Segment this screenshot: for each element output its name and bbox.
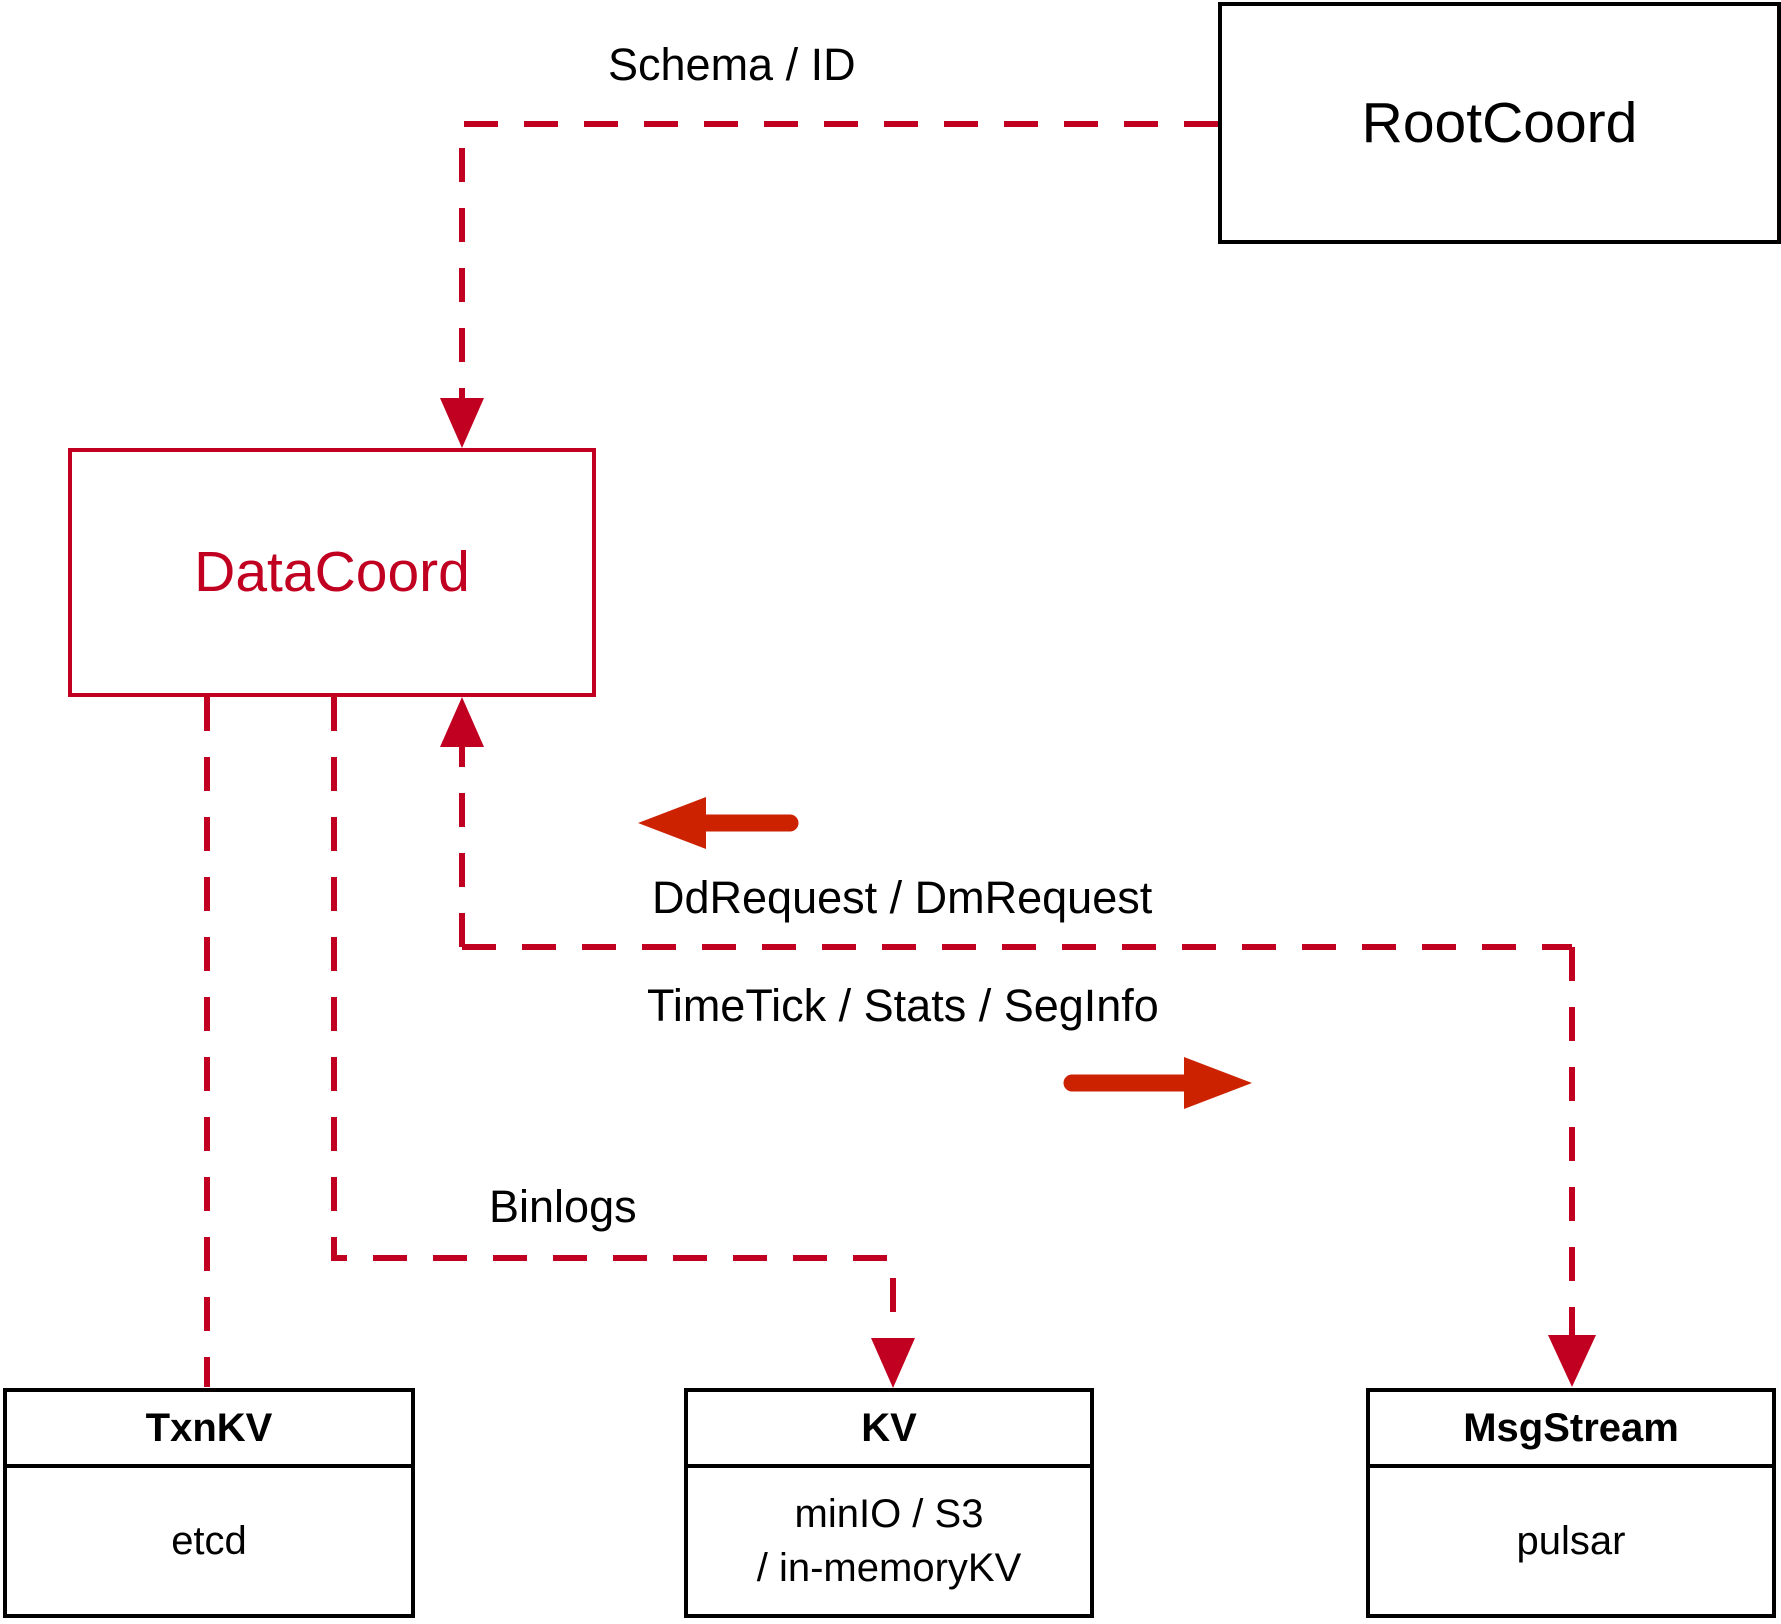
edge-binlogs [331,697,915,1388]
edge-label-ddrequest-dmrequest: DdRequest / DmRequest [652,872,1153,923]
edge-ddrequest-dmrequest [440,697,1572,950]
node-msgstream-impl-1: pulsar [1516,1519,1626,1563]
node-kv-title: KV [861,1405,917,1450]
node-txnkv-body: etcd [7,1468,411,1614]
node-msgstream-body: pulsar [1370,1468,1772,1614]
node-txnkv[interactable]: TxnKV etcd [3,1388,415,1618]
node-datacoord[interactable]: DataCoord [68,448,596,697]
node-txnkv-header: TxnKV [7,1392,411,1468]
edge-timetick-stats-seginfo [1548,947,1596,1387]
direction-arrow-right-icon [1063,1057,1252,1109]
node-kv-body: minIO / S3 / in-memoryKV [688,1468,1090,1614]
node-rootcoord-label: RootCoord [1361,90,1638,155]
node-kv-impl-2: / in-memoryKV [756,1546,1022,1590]
node-msgstream[interactable]: MsgStream pulsar [1366,1388,1776,1618]
node-txnkv-title: TxnKV [145,1405,273,1450]
edge-label-timetick-stats-seginfo: TimeTick / Stats / SegInfo [647,980,1159,1031]
direction-arrow-left-icon [638,797,799,849]
node-txnkv-impl-1: etcd [171,1519,247,1563]
node-kv-impl-1: minIO / S3 [794,1492,984,1536]
node-msgstream-title: MsgStream [1463,1405,1679,1450]
node-msgstream-header: MsgStream [1370,1392,1772,1468]
node-datacoord-label: DataCoord [194,540,470,605]
node-kv-header: KV [688,1392,1090,1468]
edge-schema-id [440,121,1218,448]
edge-label-binlogs: Binlogs [489,1181,637,1232]
edge-label-schema-id: Schema / ID [608,39,856,90]
node-kv[interactable]: KV minIO / S3 / in-memoryKV [684,1388,1094,1618]
node-rootcoord[interactable]: RootCoord [1218,2,1781,244]
